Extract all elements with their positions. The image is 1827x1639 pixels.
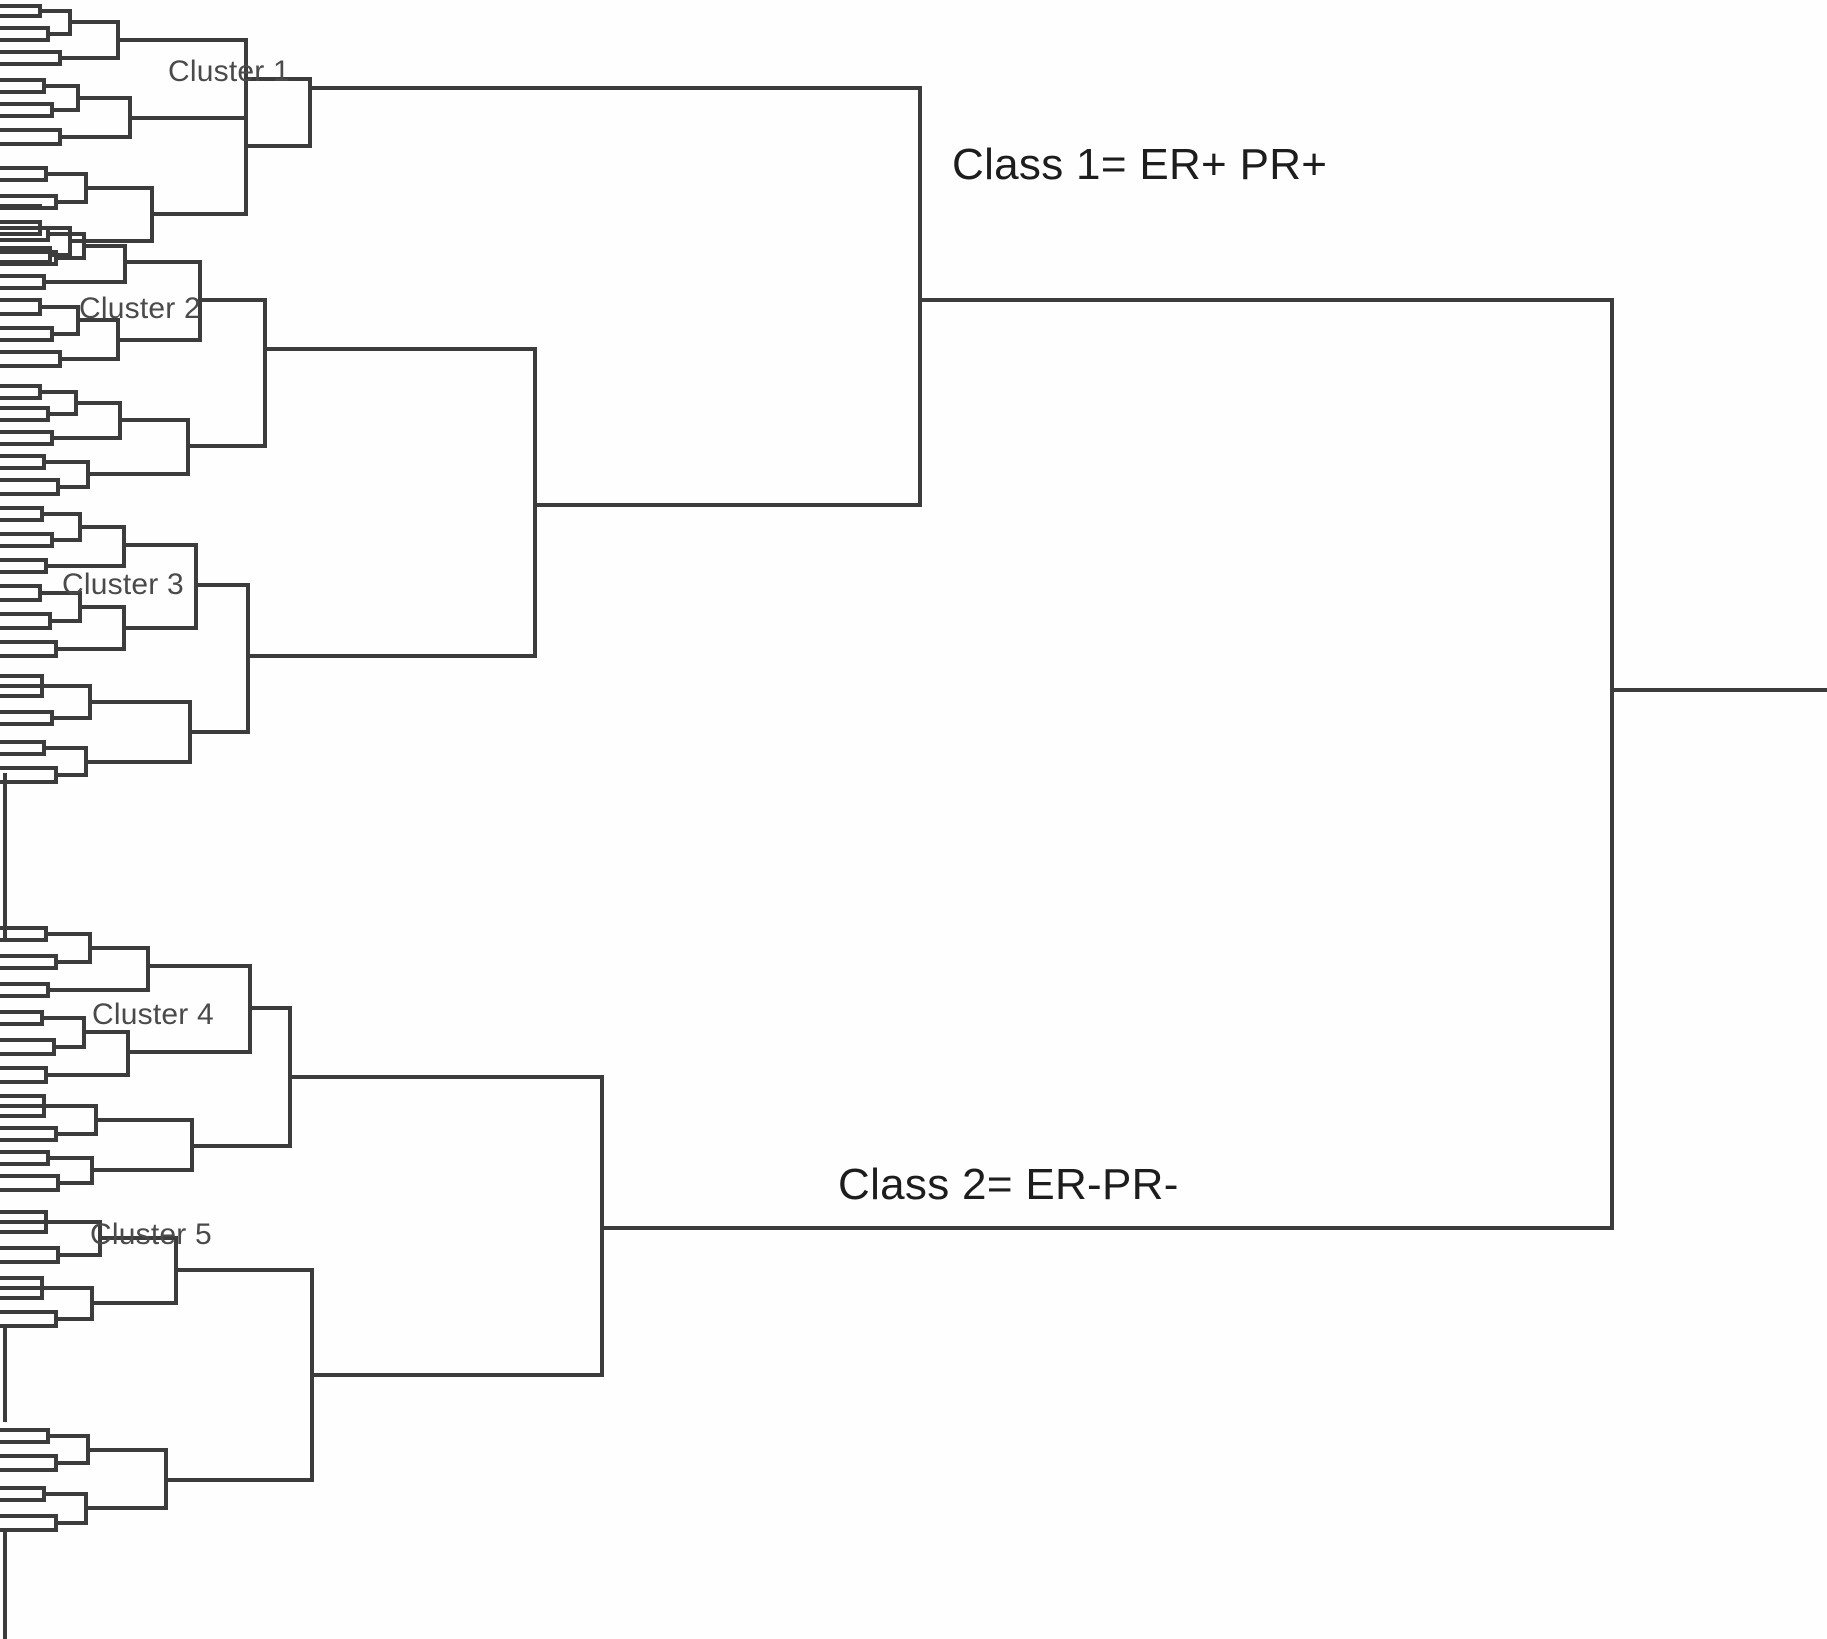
dendrogram-branches bbox=[0, 4, 1827, 1639]
cluster-label-5: Cluster 5 bbox=[90, 1218, 212, 1251]
cluster-2-subtree bbox=[0, 194, 537, 496]
cluster-1-subtree bbox=[0, 4, 922, 264]
root-branch bbox=[1610, 298, 1827, 1230]
cluster-4-subtree bbox=[0, 926, 604, 1192]
class-label-1: Class 1= ER+ PR+ bbox=[952, 140, 1328, 189]
cluster-label-3: Cluster 3 bbox=[62, 568, 184, 601]
class-2-merges bbox=[600, 1075, 1614, 1377]
cluster-3-subtree bbox=[0, 506, 537, 942]
cluster-label-2: Cluster 2 bbox=[79, 292, 201, 325]
cluster-5-subtree bbox=[0, 1210, 604, 1639]
class-label-2: Class 2= ER-PR- bbox=[838, 1160, 1179, 1209]
cluster-label-1: Cluster 1 bbox=[168, 55, 290, 88]
cluster-label-4: Cluster 4 bbox=[92, 998, 214, 1031]
class-1-merges bbox=[533, 86, 1614, 658]
